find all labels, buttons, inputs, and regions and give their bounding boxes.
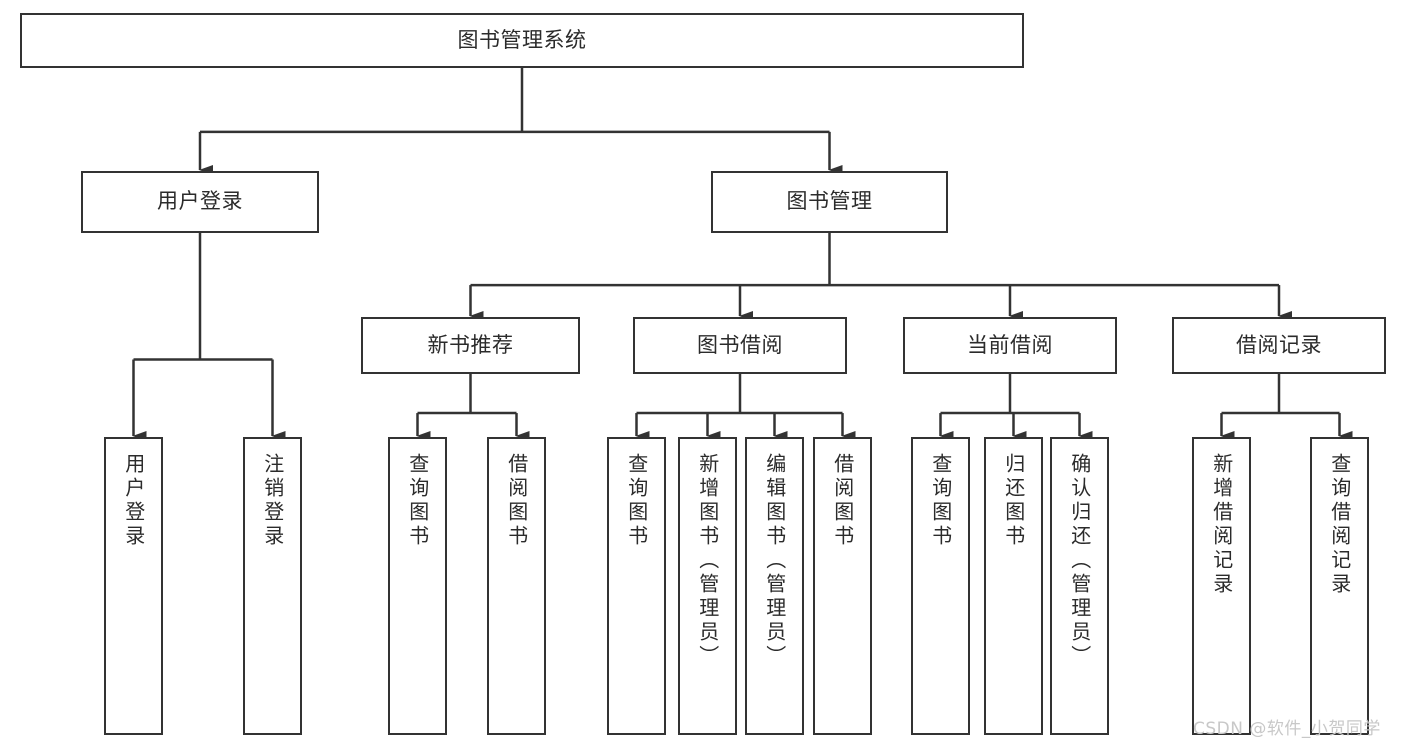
- node-leaf-bb-add[interactable]: 新增图书（管理员）: [678, 437, 737, 735]
- node-l1-book[interactable]: 图书管理: [711, 171, 948, 233]
- node-label: 借阅图书: [830, 453, 855, 549]
- node-label: 查询借阅记录: [1327, 453, 1352, 597]
- node-label: 新增图书（管理员）: [695, 453, 720, 669]
- node-leaf-rc-query[interactable]: 查询借阅记录: [1310, 437, 1369, 735]
- node-label: 当前借阅: [967, 332, 1053, 357]
- node-leaf-rc-add[interactable]: 新增借阅记录: [1192, 437, 1251, 735]
- node-label: 编辑图书（管理员）: [762, 453, 787, 669]
- node-l2-current[interactable]: 当前借阅: [903, 317, 1117, 374]
- node-leaf-nb-borrow[interactable]: 借阅图书: [487, 437, 546, 735]
- edge-layer: [132, 68, 1353, 441]
- node-label: 借阅记录: [1236, 332, 1322, 357]
- node-leaf-bb-edit[interactable]: 编辑图书（管理员）: [745, 437, 804, 735]
- node-leaf-cb-confirm[interactable]: 确认归还（管理员）: [1050, 437, 1109, 735]
- node-leaf-user-logout[interactable]: 注销登录: [243, 437, 302, 735]
- node-label: 查询图书: [624, 453, 649, 549]
- node-label: 新增借阅记录: [1209, 453, 1234, 597]
- node-label: 借阅图书: [504, 453, 529, 549]
- node-leaf-nb-query[interactable]: 查询图书: [388, 437, 447, 735]
- node-leaf-cb-query[interactable]: 查询图书: [911, 437, 970, 735]
- csdn-watermark: CSDN @软件_小贺同学: [1193, 719, 1381, 739]
- node-label: 新书推荐: [427, 332, 514, 357]
- node-leaf-user-login[interactable]: 用户登录: [104, 437, 163, 735]
- node-label: 图书借阅: [697, 332, 783, 357]
- node-root[interactable]: 图书管理系统: [20, 13, 1024, 68]
- node-label: 查询图书: [928, 453, 953, 549]
- node-label: 确认归还（管理员）: [1067, 453, 1092, 669]
- node-label: 归还图书: [1001, 453, 1026, 549]
- node-leaf-bb-borrow[interactable]: 借阅图书: [813, 437, 872, 735]
- node-l2-record[interactable]: 借阅记录: [1172, 317, 1386, 374]
- node-l2-borrow[interactable]: 图书借阅: [633, 317, 847, 374]
- node-label: 图书管理系统: [457, 27, 587, 52]
- node-label: 图书管理: [786, 189, 873, 214]
- node-l2-newbook[interactable]: 新书推荐: [361, 317, 580, 374]
- node-label: 查询图书: [405, 453, 430, 549]
- node-label: 用户登录: [121, 453, 146, 549]
- node-leaf-cb-return[interactable]: 归还图书: [984, 437, 1043, 735]
- node-label: 用户登录: [157, 189, 243, 214]
- node-l1-user[interactable]: 用户登录: [81, 171, 319, 233]
- node-leaf-bb-query[interactable]: 查询图书: [607, 437, 666, 735]
- node-label: 注销登录: [260, 453, 285, 549]
